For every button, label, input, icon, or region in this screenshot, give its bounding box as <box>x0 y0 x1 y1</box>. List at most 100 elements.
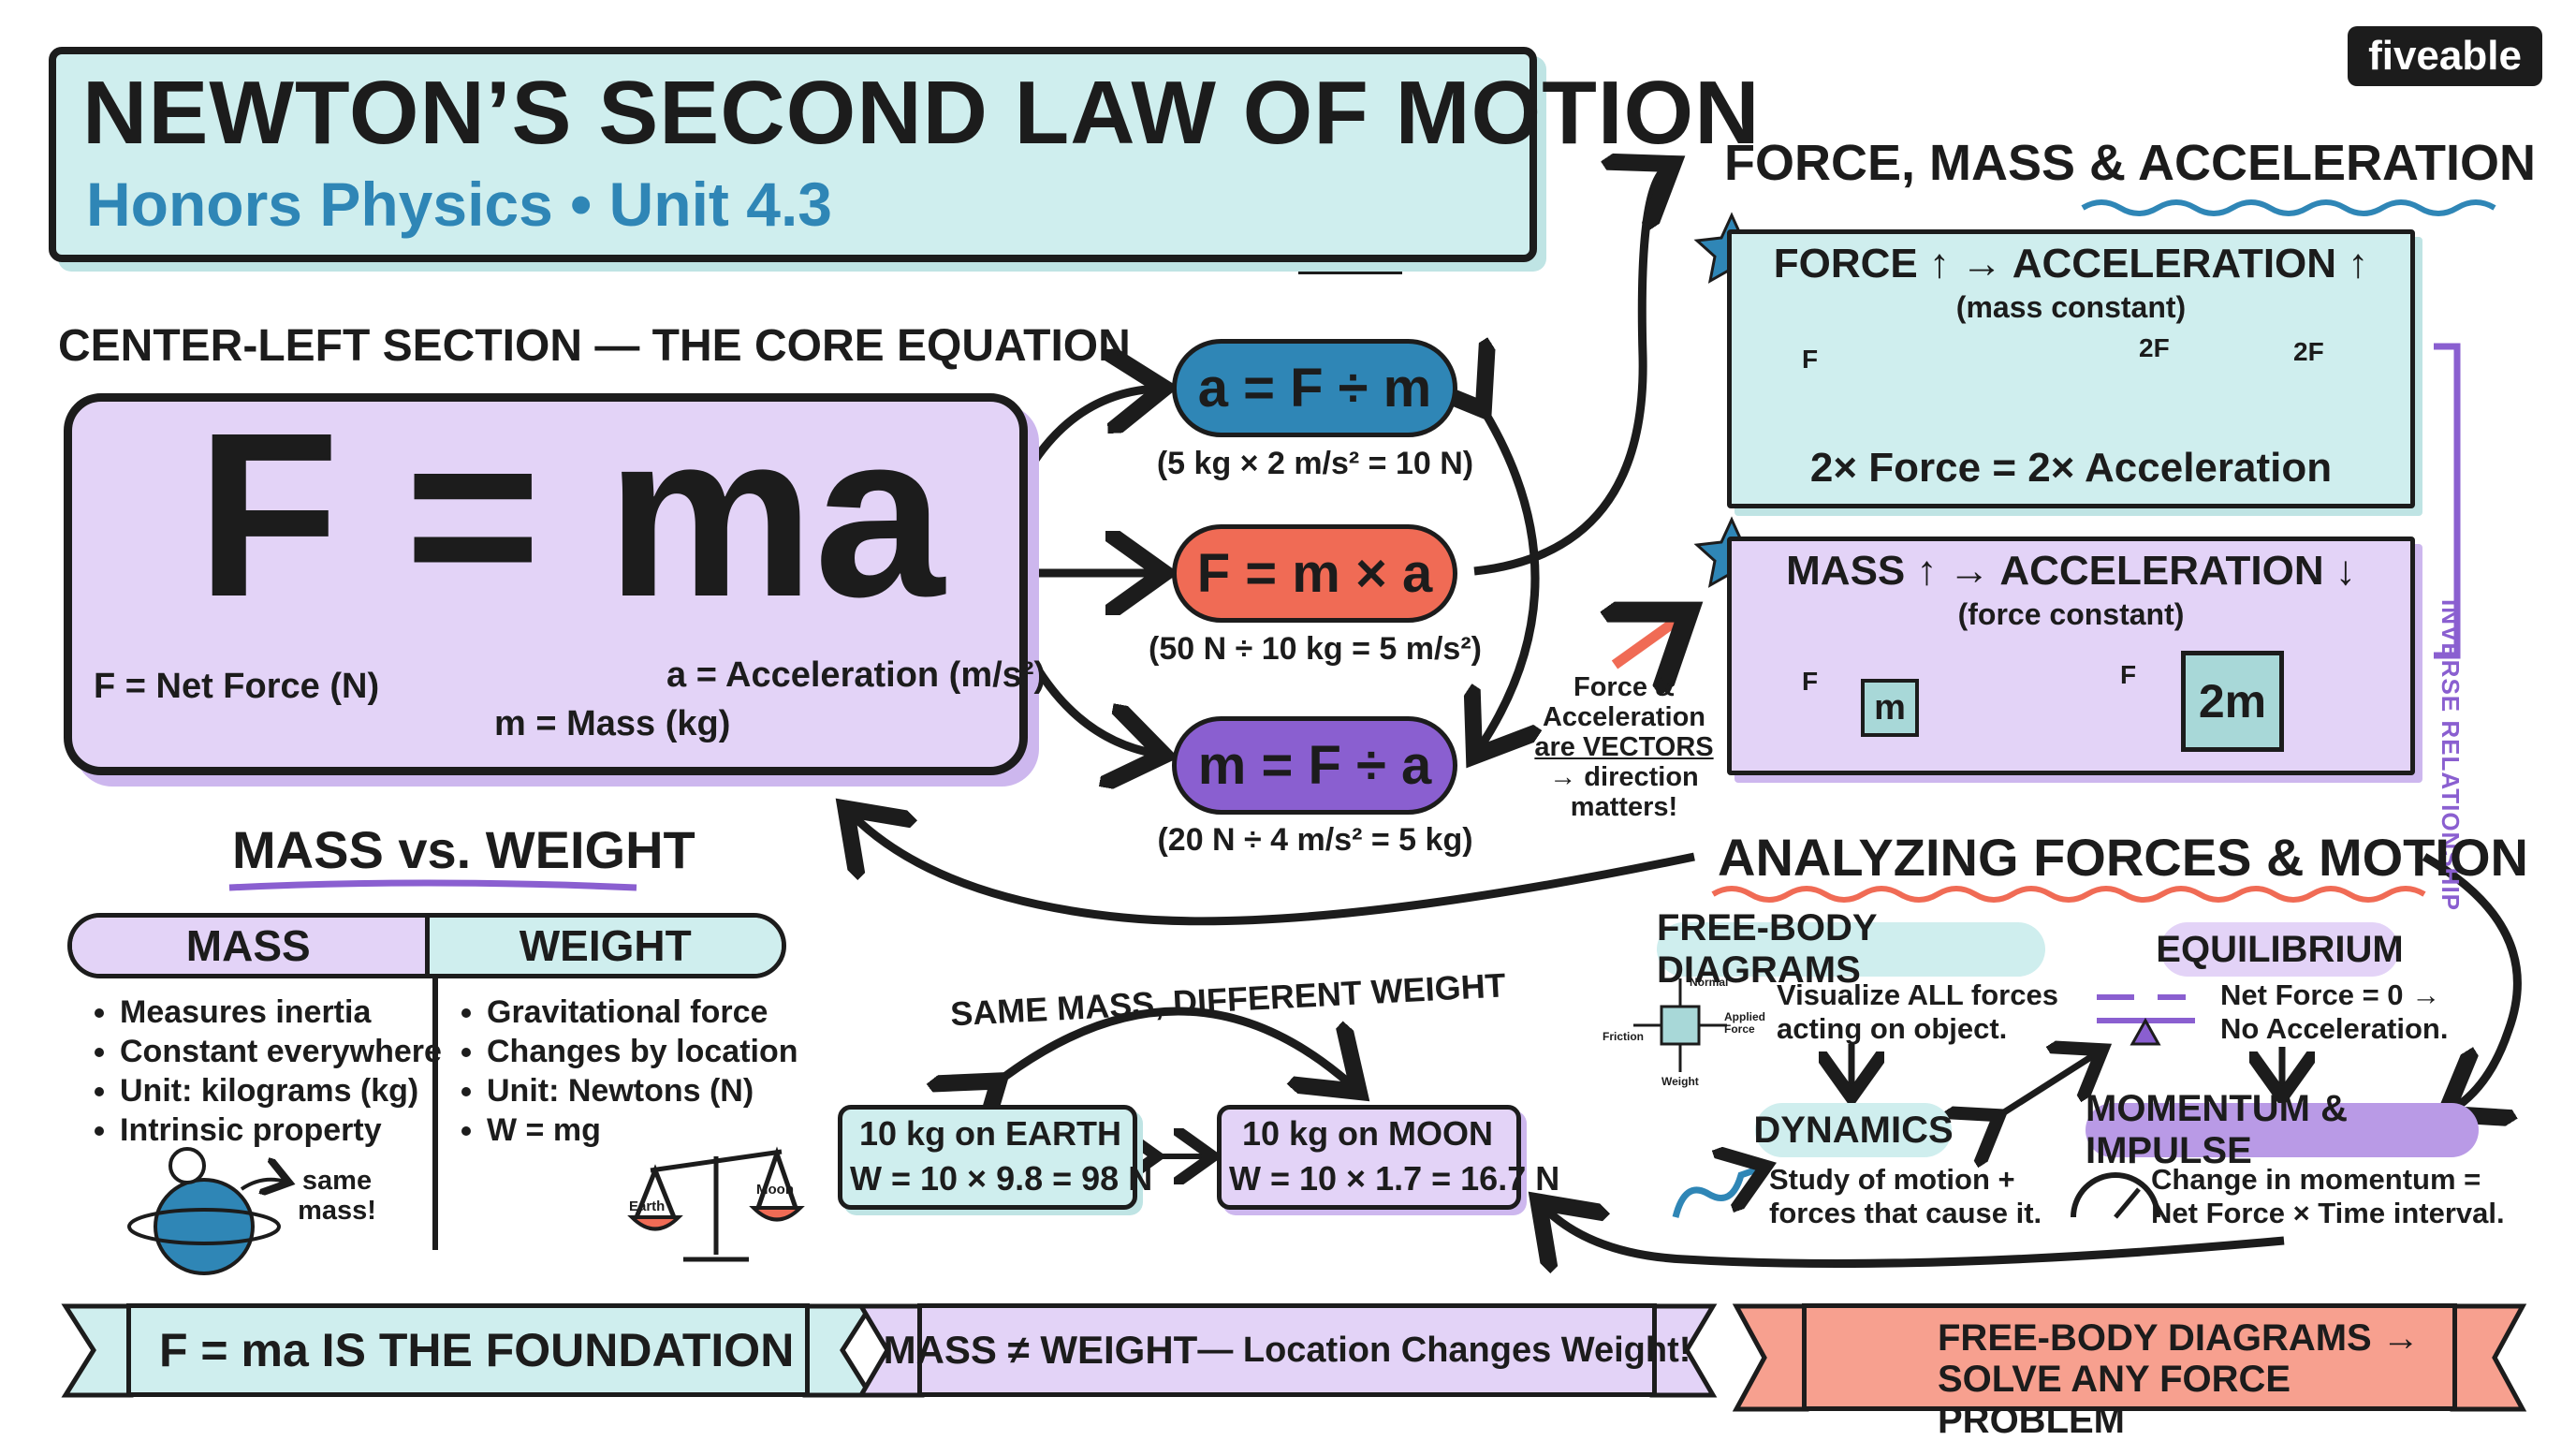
force-label-f: F <box>1802 345 1819 374</box>
banner-fbd-line: SOLVE ANY FORCE PROBLEM <box>1938 1359 2291 1441</box>
fma-title-underline <box>2081 199 2496 216</box>
arrow-to-fma <box>1473 169 1666 576</box>
fma-box-mass <box>1727 537 2415 775</box>
dyn-text-line: forces that cause it. <box>1769 1197 2042 1229</box>
mass-block-2m: 2m <box>2181 651 2284 752</box>
fbd-text-line: Visualize ALL forces <box>1777 978 2058 1011</box>
earth-line-1: 10 kg on EARTH <box>859 1114 1122 1153</box>
vectors-note-line: matters! <box>1570 792 1678 822</box>
banner-fbd: FREE-BODY DIAGRAMS → SOLVE ANY FORCE PRO… <box>1802 1303 2457 1441</box>
fbd-text-line: acting on object. <box>1777 1012 2008 1045</box>
eq-text: Net Force = 0 → No Acceleration. <box>2220 978 2448 1046</box>
fma-box1-sub: (mass constant) <box>1955 289 2187 324</box>
eq-text-line: Net Force = 0 → <box>2220 978 2441 1011</box>
momentum-tag: MOMENTUM & IMPULSE <box>2086 1088 2479 1171</box>
scale-label-earth: Earth <box>629 1198 666 1214</box>
core-section-label: CENTER-LEFT SECTION — THE CORE EQUATION <box>58 321 1131 371</box>
astronaut-icon <box>168 1147 206 1184</box>
banner-mass-weight-rest: — Location Changes Weight! <box>1197 1330 1691 1370</box>
fma-box2-sub: (force constant) <box>1957 596 2185 631</box>
core-equation: F = ma <box>197 384 944 645</box>
analyzing-title: ANALYZING FORCES & MOTION <box>1718 828 2528 887</box>
dynamics-icon <box>1672 1169 1760 1218</box>
eq-text-line: No Acceleration. <box>2220 1012 2449 1045</box>
same-mass-note: same mass! <box>298 1166 376 1226</box>
weight-column-head: WEIGHT <box>429 918 782 974</box>
list-item: Constant everywhere <box>120 1032 476 1071</box>
planet-ring <box>127 1208 281 1245</box>
header-panel <box>49 47 1537 262</box>
fma-box2-heading: MASS ↑ → ACCELERATION ↓ <box>1786 548 2356 594</box>
fbd-label-friction: Friction <box>1603 1030 1644 1043</box>
earth-line-2: W = 10 × 9.8 = 98 N <box>850 1159 1153 1198</box>
dyn-text: Study of motion + forces that cause it. <box>1769 1163 2042 1230</box>
banner-foundation: F = ma IS THE FOUNDATION <box>126 1303 810 1397</box>
fbd-text: Visualize ALL forces acting on object. <box>1777 978 2058 1046</box>
scale-label-moon: Moon <box>756 1182 794 1198</box>
list-item: Measures inertia <box>120 993 476 1032</box>
mass-column-head: MASS <box>72 918 430 974</box>
mom-text-line: Net Force × Time interval. <box>2151 1197 2505 1229</box>
page-title: NEWTON’S SECOND LAW OF MOTION <box>82 63 1761 163</box>
formula-force: F = m × a <box>1172 524 1457 623</box>
moon-weight-box <box>1217 1105 1521 1210</box>
vectors-note: Force & Acceleration are VECTORS → direc… <box>1521 672 1727 822</box>
fbd-label-normal: Normal <box>1690 976 1729 989</box>
inverse-bracket <box>2434 343 2461 659</box>
scale-icon <box>634 1146 798 1262</box>
arrow-to-acc <box>1026 389 1156 471</box>
fma-title: FORCE, MASS & ACCELERATION <box>1724 135 2537 191</box>
mass-weight-underline <box>228 879 637 891</box>
mass-weight-header-bar: MASS WEIGHT <box>67 913 786 978</box>
mass-label: m = Mass (kg) <box>494 704 731 743</box>
page-subtitle: Honors Physics • Unit 4.3 <box>86 169 832 239</box>
fbd-label-applied: Applied Force <box>1724 1010 1765 1036</box>
force-label-2f: 2F <box>2293 337 2324 366</box>
moon-line-1: 10 kg on MOON <box>1242 1114 1494 1153</box>
mass-block-m: m <box>1861 679 1919 737</box>
arrow-back-to-core <box>852 815 1695 926</box>
banner-foundation-text: F = ma IS THE FOUNDATION <box>159 1324 795 1376</box>
fbd-label-weight: Weight <box>1661 1075 1699 1088</box>
arrow-to-mass <box>1026 653 1156 754</box>
force-label-f: F <box>1802 667 1819 696</box>
vectors-note-line: → direction <box>1549 762 1699 792</box>
list-item: Unit: kilograms (kg) <box>120 1071 476 1110</box>
gauge-icon <box>2071 1172 2160 1218</box>
arrow-to-momentum <box>2422 853 2522 1110</box>
banner-fbd-line: FREE-BODY DIAGRAMS → <box>1938 1317 2420 1359</box>
arrow-acc-mass <box>1479 403 1535 749</box>
fbd-block <box>1660 1005 1701 1046</box>
vectors-note-line: Acceleration <box>1542 702 1706 732</box>
acceleration-label: a = Acceleration (m/s²) <box>666 655 1046 695</box>
moon-line-2: W = 10 × 1.7 = 16.7 N <box>1229 1159 1560 1198</box>
vectors-note-line: Force & <box>1573 672 1675 702</box>
planet-icon <box>154 1178 255 1275</box>
equilibrium-tag: EQUILIBRIUM <box>2156 922 2404 977</box>
fma-box1-heading: FORCE ↑ → ACCELERATION ↑ <box>1773 241 2369 287</box>
mass-weight-title: MASS vs. WEIGHT <box>232 820 695 879</box>
formula-acc: a = F ÷ m <box>1172 339 1457 437</box>
fma-box1-caption: 2× Force = 2× Acceleration <box>1809 445 2333 491</box>
analyzing-underline <box>1711 886 2426 903</box>
formula-mass: m = F ÷ a <box>1172 716 1457 815</box>
list-item: Intrinsic property <box>120 1110 476 1150</box>
formula-mass-example: (20 N ÷ 4 m/s² = 5 kg) <box>1157 821 1473 858</box>
banner-mass-weight-strong: MASS ≠ WEIGHT <box>883 1328 1198 1372</box>
formula-acc-example: (5 kg × 2 m/s² = 10 N) <box>1156 445 1474 481</box>
force-label-2f: 2F <box>2139 333 2170 362</box>
dyn-text-line: Study of motion + <box>1769 1163 2015 1196</box>
vectors-note-line: are VECTORS <box>1534 732 1714 762</box>
mom-text-line: Change in momentum = <box>2151 1163 2481 1196</box>
list-item: Unit: Newtons (N) <box>487 1071 842 1110</box>
mass-list: Measures inertia Constant everywhere Uni… <box>75 993 476 1150</box>
list-item: W = mg <box>487 1110 842 1150</box>
formula-force-example: (50 N ÷ 10 kg = 5 m/s²) <box>1149 630 1482 667</box>
force-label-f: F <box>2120 660 2137 689</box>
brand-logo: fiveable <box>2348 26 2542 86</box>
force-label: F = Net Force (N) <box>94 667 380 706</box>
earth-weight-box <box>838 1105 1137 1210</box>
weight-list: Gravitational force Changes by location … <box>442 993 842 1150</box>
banner-mass-weight: MASS ≠ WEIGHT — Location Changes Weight! <box>884 1303 1690 1397</box>
arrow-earth-moon-arc <box>992 1007 1353 1086</box>
